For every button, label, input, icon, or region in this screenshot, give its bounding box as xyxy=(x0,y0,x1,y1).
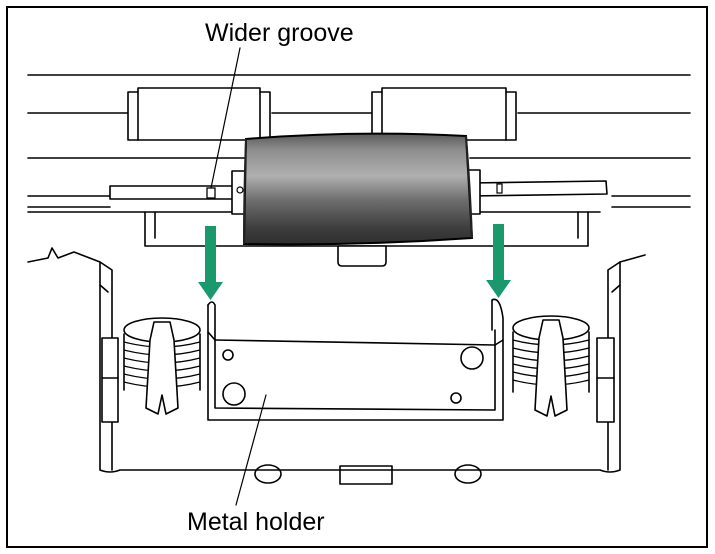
upper-pad-left xyxy=(127,87,271,141)
wider-groove-label: Wider groove xyxy=(205,19,354,47)
wider-groove-slot xyxy=(206,187,216,199)
base-bottom-details xyxy=(254,464,482,485)
wider-groove-leader xyxy=(210,47,241,189)
right-spring xyxy=(512,315,615,423)
metal-holder-leader xyxy=(235,394,267,506)
upper-pad-right xyxy=(371,87,517,141)
metal-holder xyxy=(207,298,504,421)
down-arrow-icon xyxy=(486,224,511,298)
pick-roller xyxy=(242,132,474,267)
diagram-border xyxy=(6,6,708,548)
metal-holder-label: Metal holder xyxy=(187,508,325,536)
left-spring xyxy=(101,317,201,423)
down-arrow-icon xyxy=(198,226,223,300)
